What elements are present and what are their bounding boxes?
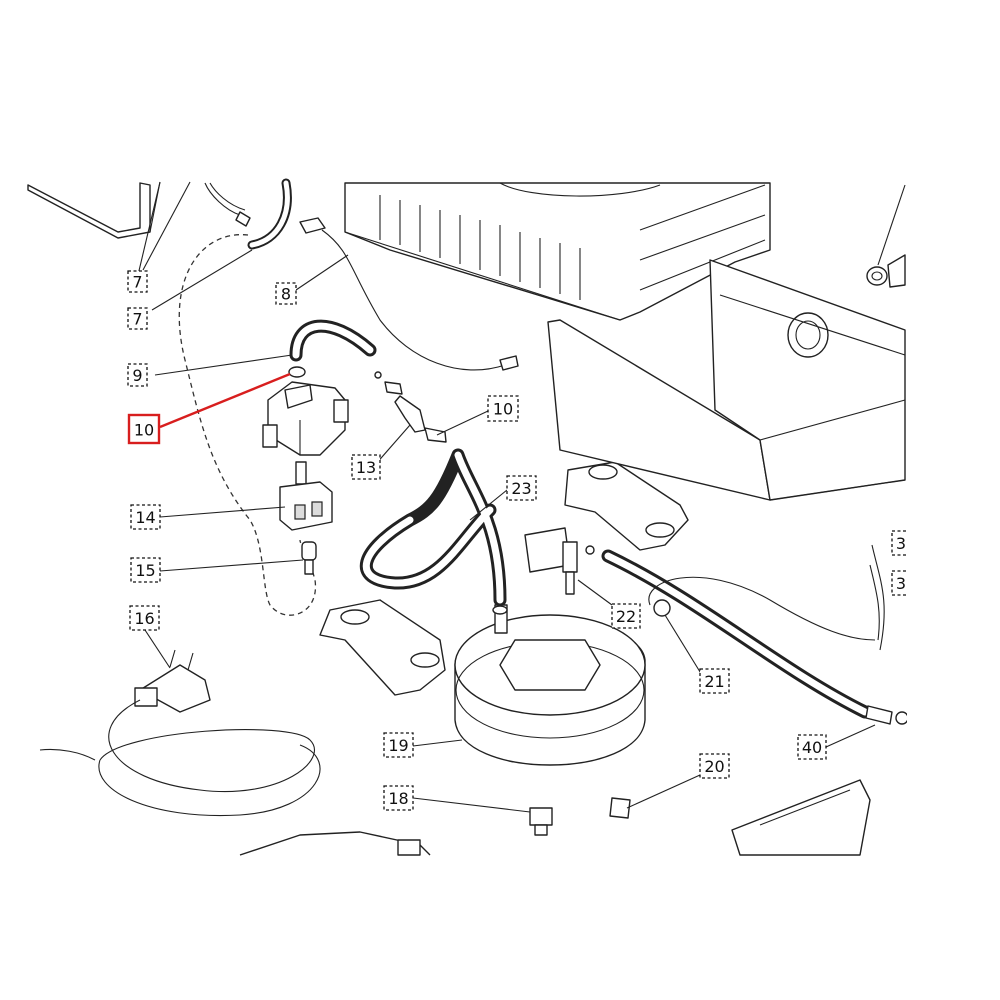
callout-label: 22 bbox=[616, 607, 636, 626]
callout-label: 19 bbox=[388, 736, 408, 755]
fittings-13 bbox=[374, 371, 447, 443]
callout-label: 16 bbox=[134, 609, 154, 628]
callout-label: 20 bbox=[704, 757, 724, 776]
power-cord-16 bbox=[39, 649, 321, 817]
part-drawings bbox=[27, 178, 909, 856]
callout-20: 20 bbox=[699, 753, 730, 779]
callout-40: 40 bbox=[797, 734, 827, 760]
callout-23: 23 bbox=[506, 475, 537, 501]
callout-label: 15 bbox=[135, 561, 155, 580]
callout-18: 18 bbox=[383, 785, 414, 811]
callout-16: 16 bbox=[129, 605, 160, 631]
pressure-switch bbox=[279, 461, 333, 531]
callout-label: 10 bbox=[493, 400, 513, 419]
panel-fragment bbox=[27, 182, 151, 239]
hose-23 bbox=[359, 448, 507, 607]
right-crop-mask bbox=[907, 0, 1000, 1000]
callout-10-highlighted: 10 bbox=[127, 413, 161, 445]
callout-label: 13 bbox=[356, 458, 376, 477]
callout-22: 22 bbox=[611, 603, 641, 629]
callout-7b: 7 bbox=[127, 307, 148, 330]
callout-15: 15 bbox=[130, 557, 161, 583]
callout-label: 40 bbox=[802, 738, 822, 757]
callout-19: 19 bbox=[383, 732, 414, 758]
boiler-19 bbox=[454, 604, 646, 766]
leader-lines bbox=[137, 181, 876, 813]
clamp-right bbox=[564, 461, 689, 551]
housing-tray bbox=[547, 259, 906, 501]
callout-9: 9 bbox=[127, 363, 148, 387]
callout-8: 8 bbox=[275, 282, 297, 305]
callout-label: 7 bbox=[132, 310, 142, 329]
highlight-leader-10 bbox=[159, 372, 291, 429]
part-18 bbox=[529, 807, 553, 836]
clamp-left bbox=[319, 599, 446, 696]
callout-10b: 10 bbox=[487, 395, 519, 422]
dashed-routing bbox=[178, 234, 317, 616]
part-22 bbox=[524, 527, 595, 595]
callout-label: 8 bbox=[281, 285, 291, 304]
callout-13: 13 bbox=[351, 454, 381, 480]
fitting-15 bbox=[301, 541, 317, 575]
housing-top bbox=[344, 182, 771, 321]
callout-label: 18 bbox=[388, 789, 408, 808]
valve-body bbox=[262, 366, 349, 456]
callout-21: 21 bbox=[699, 668, 730, 694]
callout-label: 10 bbox=[134, 421, 154, 440]
callout-label: 9 bbox=[132, 366, 142, 385]
callout-label: 21 bbox=[704, 672, 724, 691]
part-20 bbox=[609, 797, 631, 819]
callout-label: 23 bbox=[511, 479, 531, 498]
callout-14: 14 bbox=[130, 504, 161, 530]
callout-label: 7 bbox=[132, 273, 142, 292]
ring-fitting bbox=[866, 254, 906, 288]
callout-label: 14 bbox=[135, 508, 155, 527]
callout-7a: 7 bbox=[127, 270, 148, 293]
